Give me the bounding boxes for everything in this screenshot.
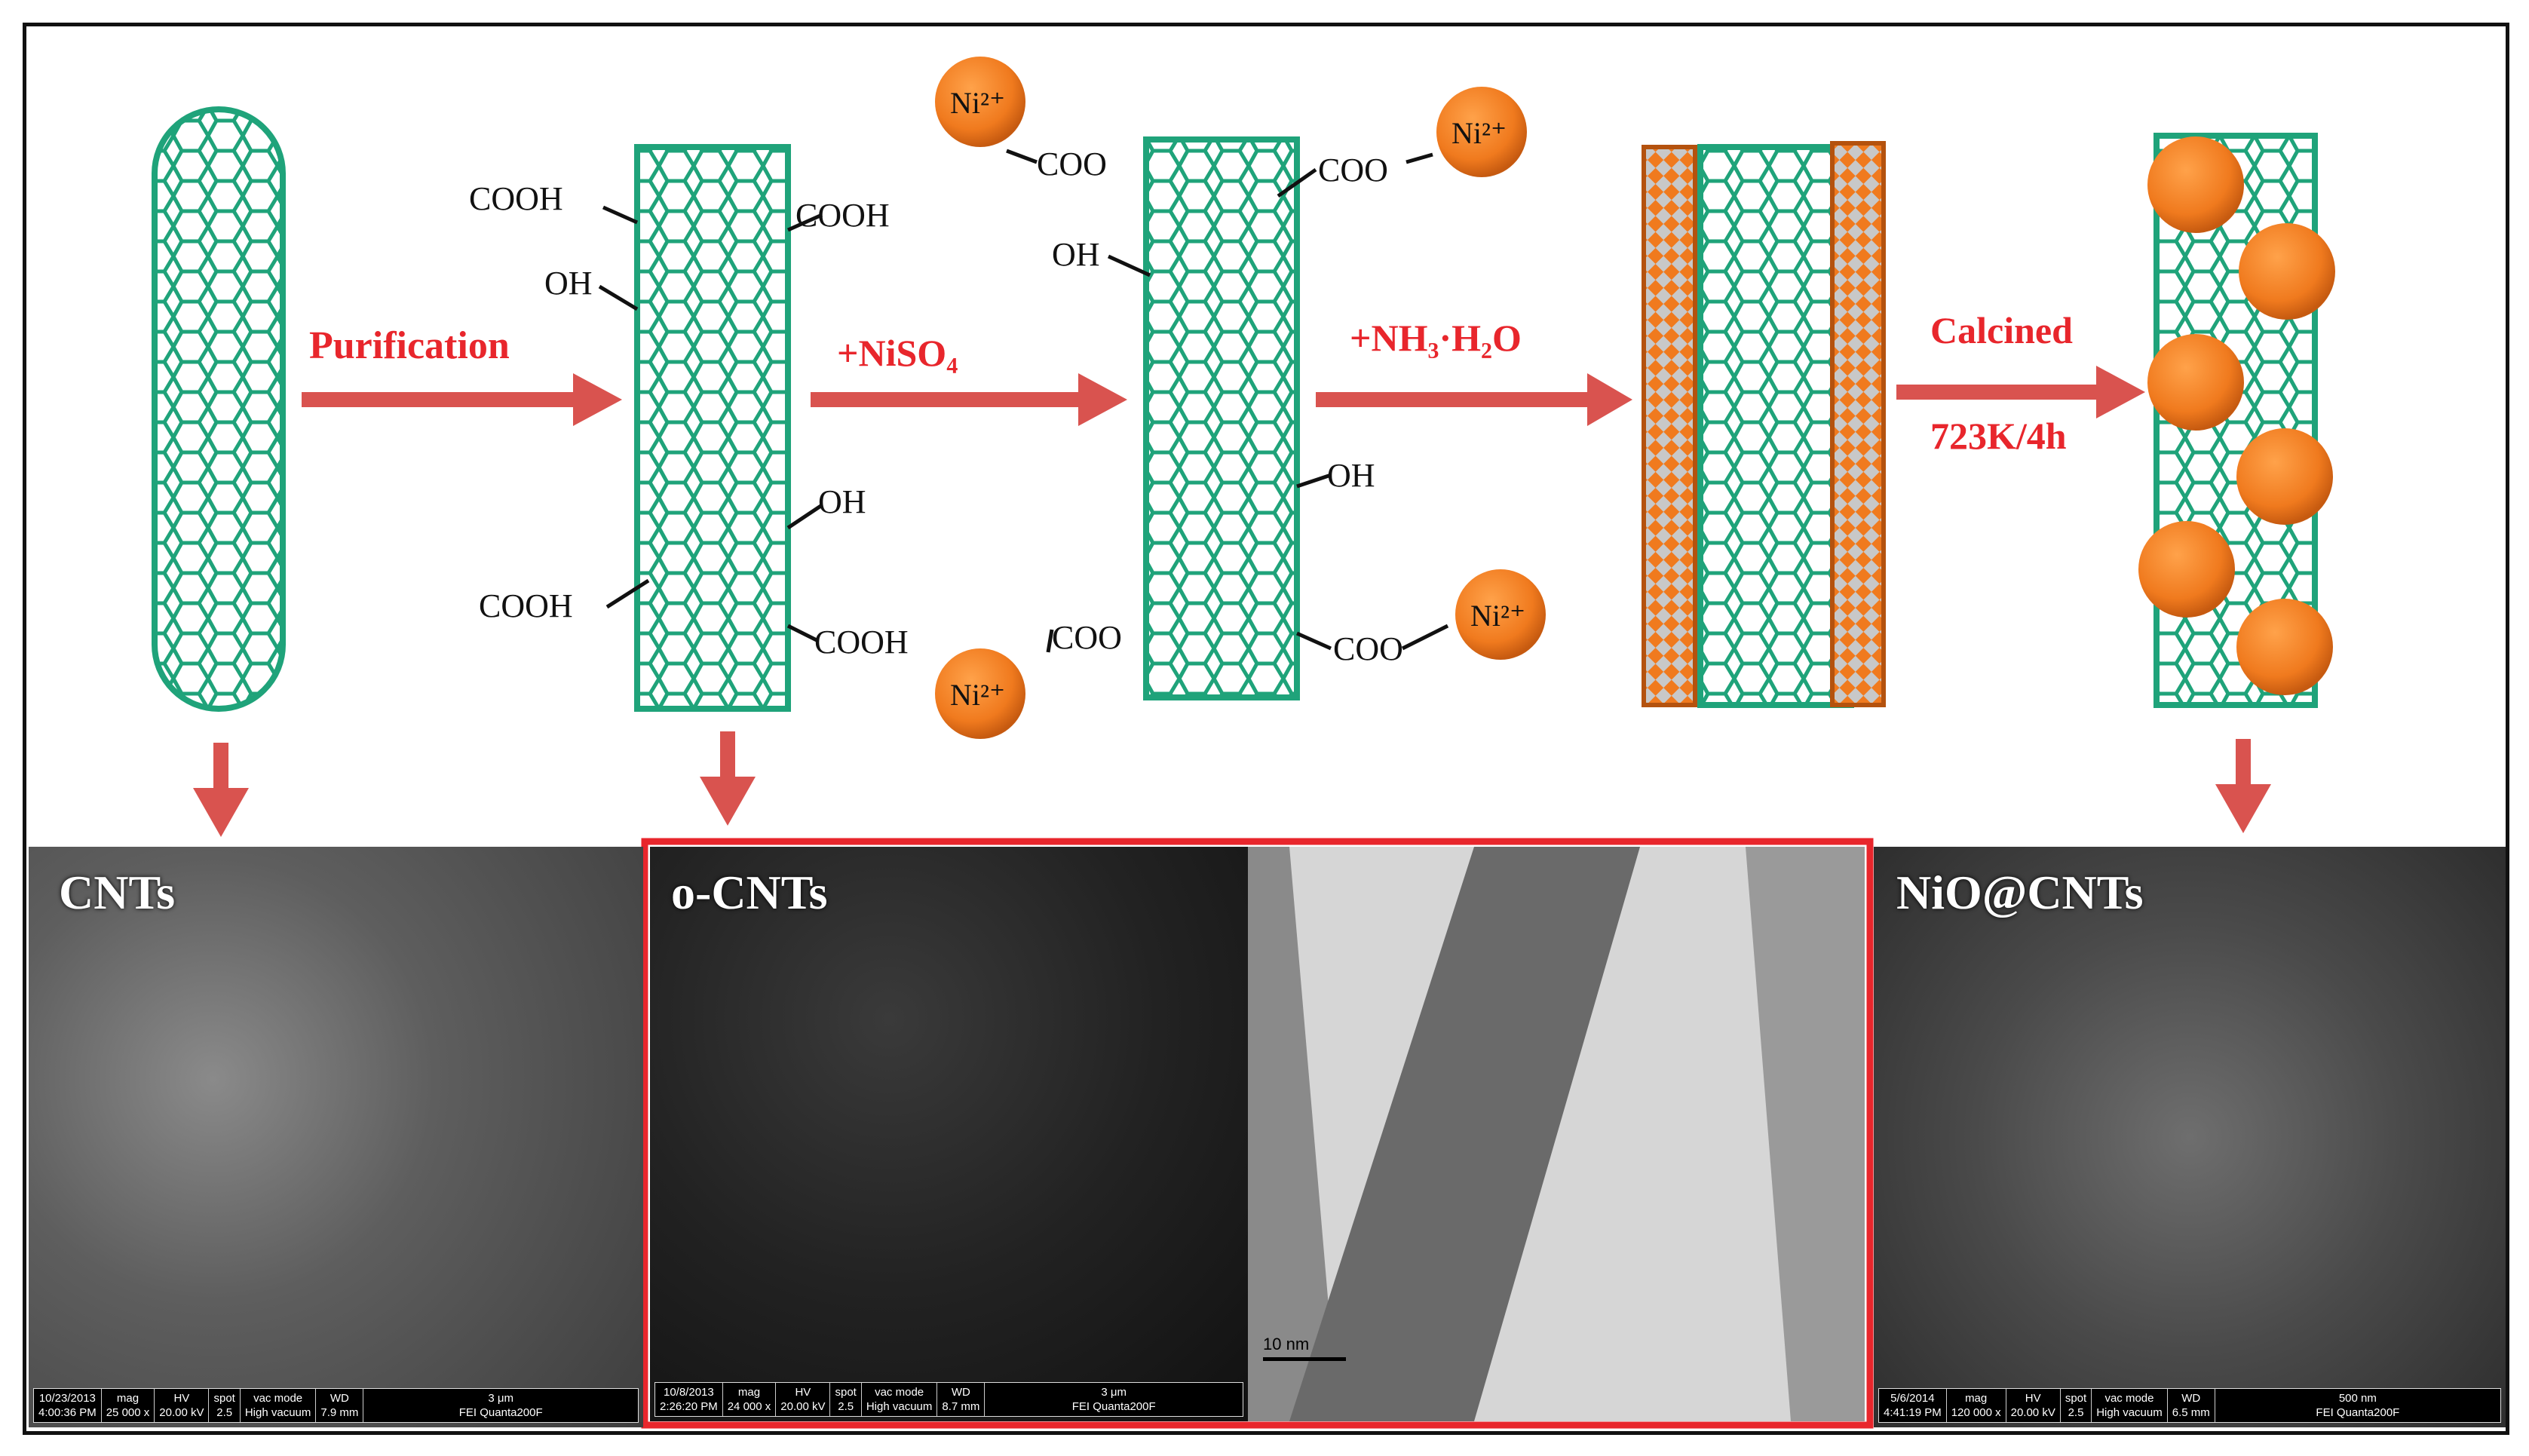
coo-group-label: COO: [1333, 630, 1403, 667]
cooh-group-label: COOH: [469, 180, 563, 217]
ni-ion: Ni²⁺: [1436, 87, 1527, 177]
cnt-purified-tube: [634, 144, 791, 712]
hydroxide-layer-right: [1830, 141, 1886, 707]
svg-text:Ni²⁺: Ni²⁺: [950, 86, 1005, 120]
step-calcined-label: Calcined: [1930, 309, 2073, 351]
ni-ion: Ni²⁺: [1455, 569, 1546, 660]
nio-particle: [2236, 428, 2333, 525]
step-temperature-label: 723K/4h: [1930, 415, 2067, 457]
panel-title-ocnts: o-CNTs: [671, 866, 828, 919]
oh-group-label: OH: [1327, 457, 1375, 494]
cooh-group-label: COOH: [795, 197, 890, 234]
cnt-capped-tube: [152, 106, 286, 712]
ni-ion: Ni²⁺: [935, 648, 1025, 739]
nio-particle: [2239, 223, 2335, 320]
svg-text:Ni²⁺: Ni²⁺: [1451, 116, 1507, 150]
coo-group-label: COO: [1052, 619, 1122, 656]
panel-title-niocnts: NiO@CNTs: [1896, 866, 2144, 919]
nio-particle: [2236, 599, 2333, 695]
arrow-down-niocnts: [2215, 739, 2271, 833]
nio-particles: [2138, 136, 2335, 695]
oh-group-label: OH: [818, 483, 866, 520]
ni-ion: Ni²⁺: [935, 57, 1025, 147]
ocnts-highlight-box: [641, 838, 1874, 1429]
tem-panel-ocnts: 10 nm: [1248, 847, 1865, 1421]
oh-group-label: OH: [1052, 236, 1100, 273]
tem-image: [1248, 847, 1865, 1421]
coo-group-label: COO: [1037, 146, 1107, 182]
nio-particle: [2138, 521, 2235, 618]
arrow-nh3: [1316, 373, 1632, 426]
tem-scale-bar: 10 nm: [1263, 1335, 1346, 1361]
svg-text:Ni²⁺: Ni²⁺: [1470, 599, 1525, 633]
nio-particle: [2147, 136, 2244, 233]
cnt-coated-tube: [1642, 141, 1886, 708]
cnt-ni-adsorbed-tube: [1143, 136, 1300, 700]
hydroxide-layer-left: [1642, 145, 1697, 707]
step-purification-label: Purification: [309, 324, 510, 367]
arrow-down-ocnts: [700, 731, 756, 826]
nio-particle: [2147, 334, 2244, 431]
step-nisO4-label: +NiSO₄: [837, 332, 958, 374]
svg-text:Ni²⁺: Ni²⁺: [950, 678, 1005, 712]
arrow-purification: [302, 373, 622, 426]
oh-group-label: OH: [544, 265, 593, 302]
figure-frame: [23, 23, 2509, 1435]
panel-title-cnts: CNTs: [59, 866, 176, 919]
arrow-calcined: [1896, 366, 2145, 418]
arrow-down-cnts: [193, 743, 249, 837]
cooh-group-label: COOH: [814, 624, 909, 661]
coo-group-label: COO: [1318, 152, 1388, 189]
arrow-nisO4: [811, 373, 1127, 426]
cooh-group-label: COOH: [479, 587, 573, 624]
step-nh3-label: +NH₃·H₂O: [1350, 317, 1522, 359]
